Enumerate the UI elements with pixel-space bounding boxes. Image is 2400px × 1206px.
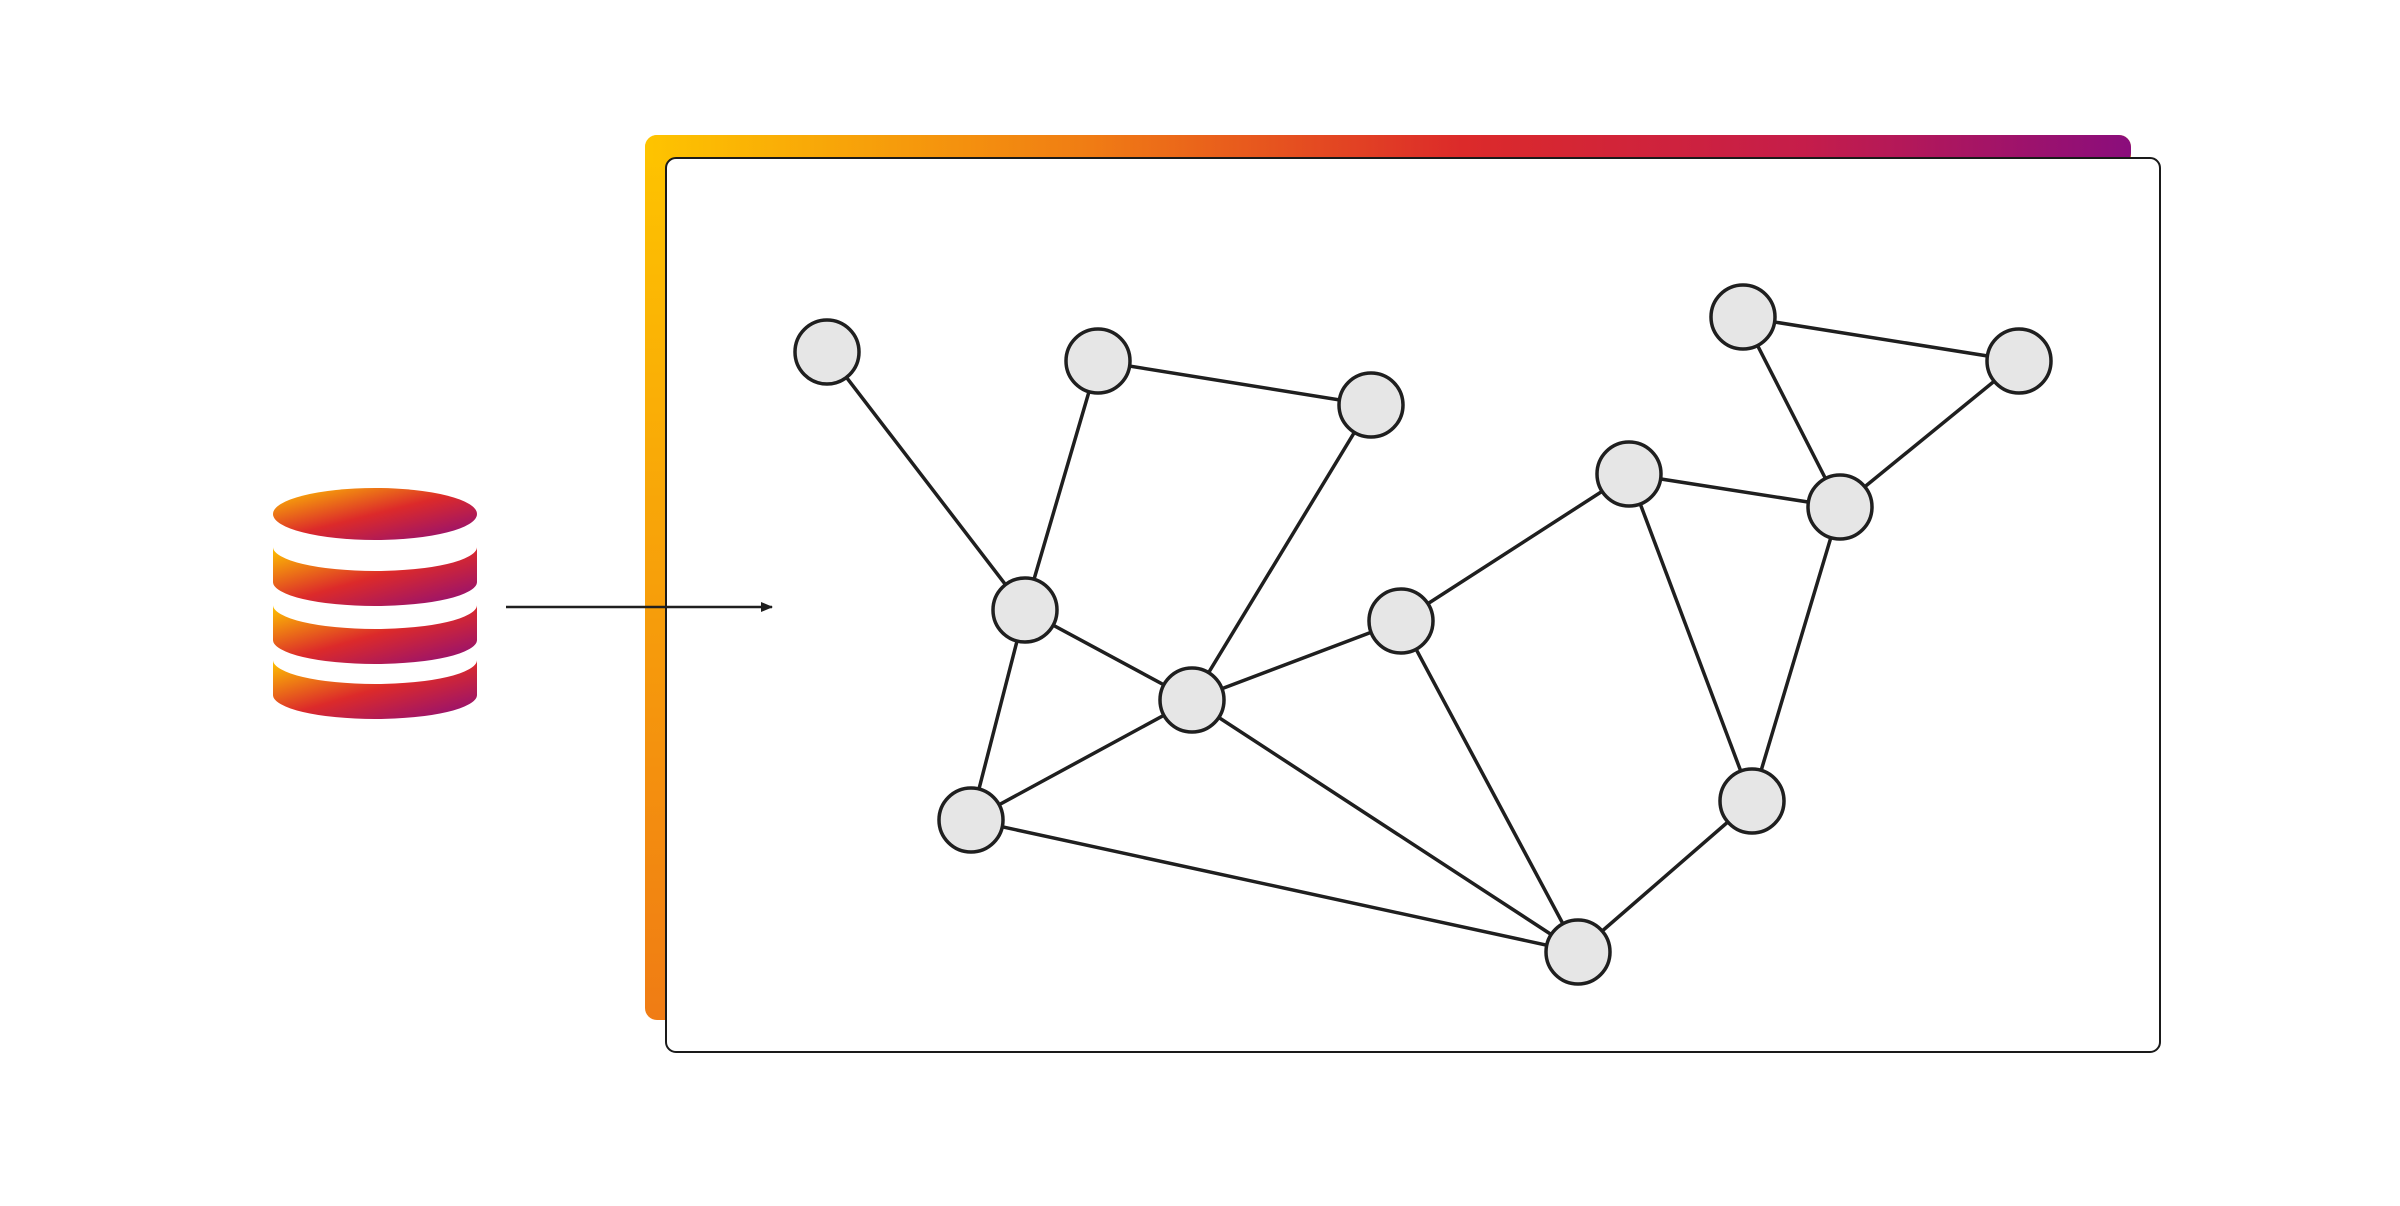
database-icon bbox=[273, 488, 477, 719]
graph-edge bbox=[1750, 506, 1842, 802]
graph-edge bbox=[970, 698, 1193, 822]
graph-edge bbox=[825, 350, 1027, 612]
graph-edge bbox=[970, 818, 1579, 954]
graph-edge bbox=[1023, 360, 1100, 611]
graph-edge bbox=[1190, 404, 1373, 701]
graph-node bbox=[1064, 327, 1132, 395]
graph-edge bbox=[1838, 359, 2021, 509]
graph-node bbox=[1806, 473, 1874, 541]
graph-edge bbox=[1628, 472, 1841, 509]
graph-edge bbox=[1741, 316, 1842, 508]
graph-node bbox=[1718, 767, 1786, 835]
graph-edge bbox=[1627, 473, 1754, 802]
graph-edge bbox=[969, 609, 1027, 821]
graph-node bbox=[1367, 587, 1435, 655]
graph-node bbox=[1544, 918, 1612, 986]
graph-edges bbox=[825, 315, 2021, 954]
graph-node bbox=[1595, 440, 1663, 508]
graph-node bbox=[937, 786, 1005, 854]
graph-node bbox=[1337, 371, 1405, 439]
graph-edge bbox=[1399, 620, 1580, 953]
graph-edge bbox=[1400, 472, 1630, 623]
graph-node bbox=[793, 318, 861, 386]
graph-nodes bbox=[793, 283, 2053, 986]
graph-edge bbox=[1576, 799, 1754, 954]
graph-node bbox=[1158, 666, 1226, 734]
graph-edge bbox=[1191, 698, 1579, 954]
graph-node bbox=[1709, 283, 1777, 351]
graph-edge bbox=[1097, 359, 1372, 407]
graph-node bbox=[991, 576, 1059, 644]
graph-node bbox=[1985, 327, 2053, 395]
graph-edge bbox=[1742, 315, 2020, 363]
graph-edge bbox=[1191, 619, 1402, 702]
